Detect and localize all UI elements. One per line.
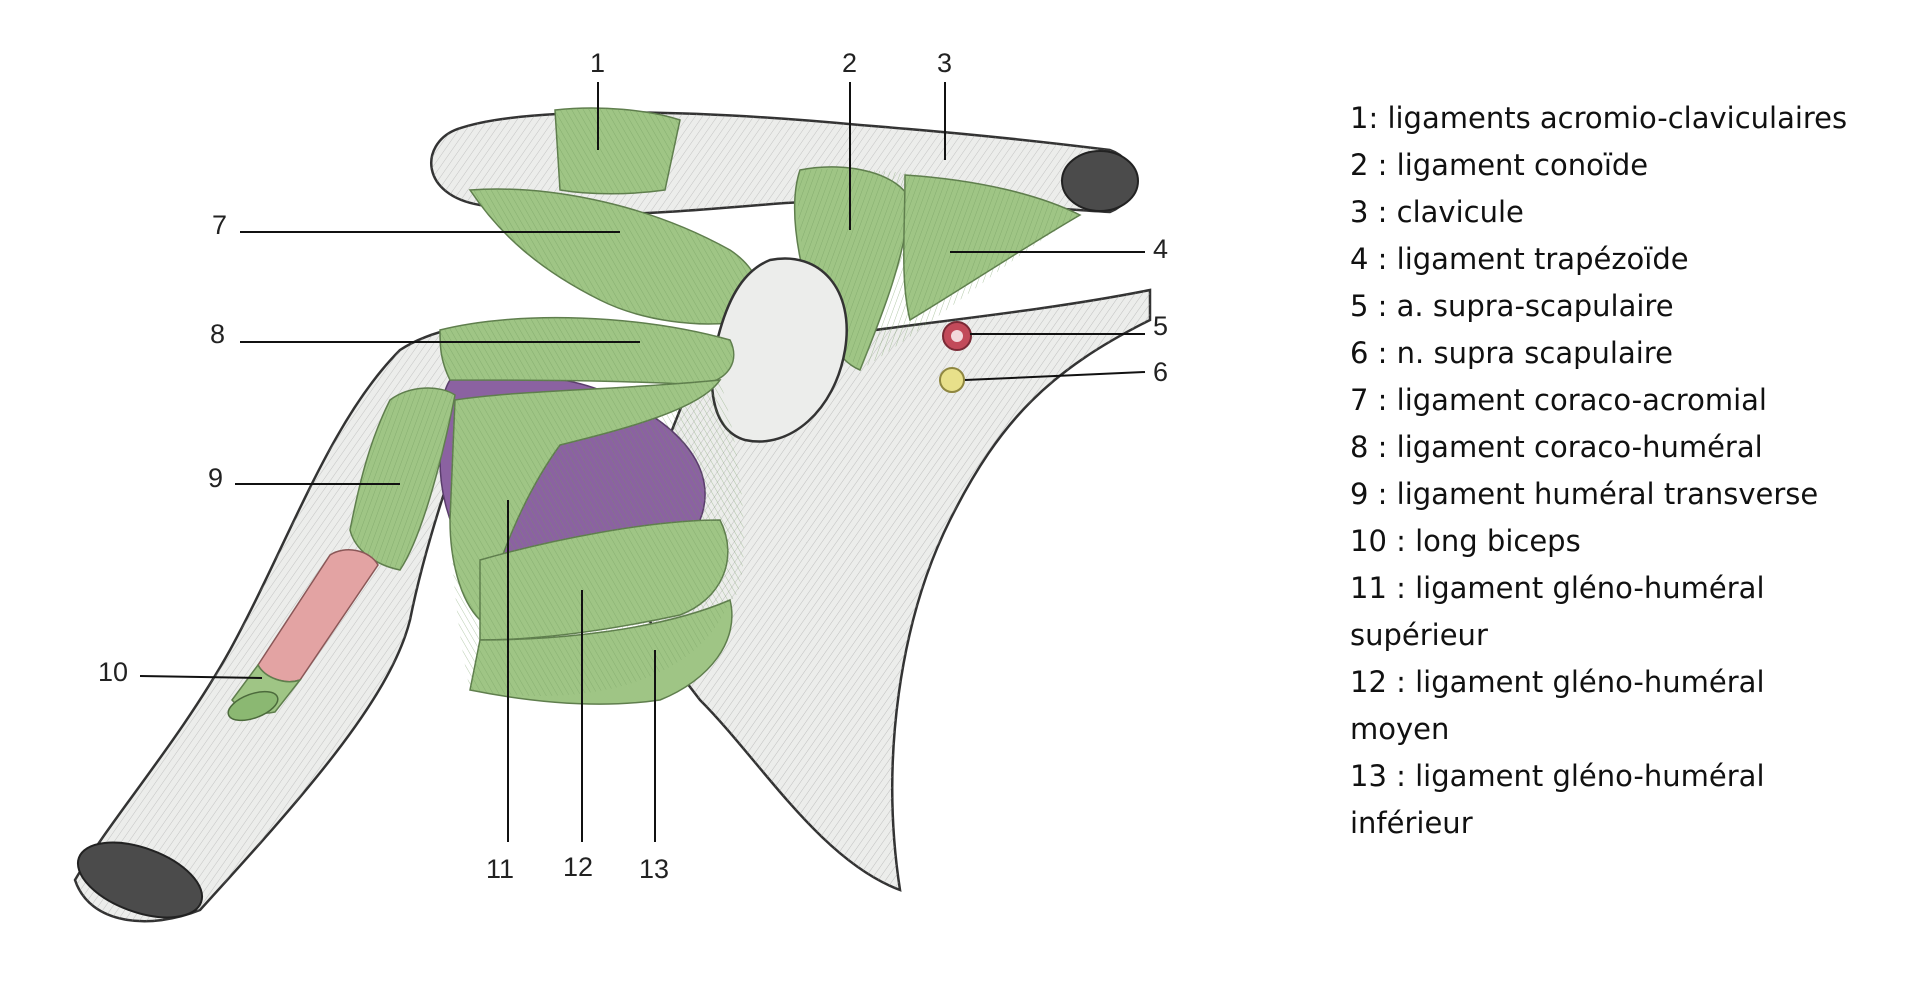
- callout-12: 12: [563, 852, 593, 882]
- ligament-conoid-trapezoid-fibers: [797, 169, 1080, 370]
- clavicle-cut-end: [1061, 150, 1139, 212]
- legend-item-13-continued: inférieur: [1350, 806, 1473, 840]
- long-biceps-cut-end: [227, 690, 279, 722]
- humerus-cut-end: [76, 841, 204, 919]
- legend-item-12-continued: moyen: [1350, 712, 1450, 746]
- legend-item-5: 5 : a. supra-scapulaire: [1350, 289, 1674, 323]
- ligament-acromio-clavicular-fibers: [555, 108, 680, 194]
- legend-item-13: 13 : ligament gléno-huméral: [1350, 759, 1765, 793]
- coracoid-process: [710, 257, 848, 443]
- legend-item-11-continued: supérieur: [1350, 618, 1488, 652]
- callout-13: 13: [639, 854, 669, 884]
- supra-scapular-nerve: [939, 367, 965, 393]
- legend-item-3: 3 : clavicule: [1350, 195, 1524, 229]
- callout-7: 7: [212, 210, 227, 240]
- leader-6: [964, 371, 1146, 381]
- ligament-transverse-humeral-fibers: [350, 388, 455, 570]
- legend-item-1: 1: ligaments acromio-claviculaires: [1350, 101, 1848, 135]
- legend: 1: ligaments acromio-claviculaires 2 : l…: [1350, 95, 1910, 847]
- callout-3: 3: [937, 48, 952, 78]
- legend-item-9: 9 : ligament huméral transverse: [1350, 477, 1819, 511]
- legend-item-7: 7 : ligament coraco-acromial: [1350, 383, 1767, 417]
- ligament-coraco-humeral-fibers: [440, 317, 734, 385]
- legend-item-2: 2 : ligament conoïde: [1350, 148, 1649, 182]
- callout-10: 10: [98, 657, 128, 687]
- legend-item-4: 4 : ligament trapézoïde: [1350, 242, 1689, 276]
- callout-9: 9: [208, 463, 223, 493]
- legend-item-10: 10 : long biceps: [1350, 524, 1581, 558]
- supra-scapular-artery-lumen: [951, 330, 963, 342]
- callout-6: 6: [1153, 357, 1168, 387]
- callout-1: 1: [590, 48, 605, 78]
- callout-8: 8: [210, 319, 225, 349]
- legend-item-6: 6 : n. supra scapulaire: [1350, 336, 1673, 370]
- legend-item-8: 8 : ligament coraco-huméral: [1350, 430, 1763, 464]
- callout-2: 2: [842, 48, 857, 78]
- callout-11: 11: [486, 854, 514, 884]
- ligament-gleno-humeral-fibers: [450, 380, 744, 696]
- ligament-coraco-acromial-fibers: [470, 189, 761, 324]
- callout-5: 5: [1153, 311, 1168, 341]
- legend-item-11: 11 : ligament gléno-huméral: [1350, 571, 1765, 605]
- legend-item-12: 12 : ligament gléno-huméral: [1350, 665, 1765, 699]
- leader-10: [139, 675, 263, 679]
- callout-4: 4: [1153, 234, 1168, 264]
